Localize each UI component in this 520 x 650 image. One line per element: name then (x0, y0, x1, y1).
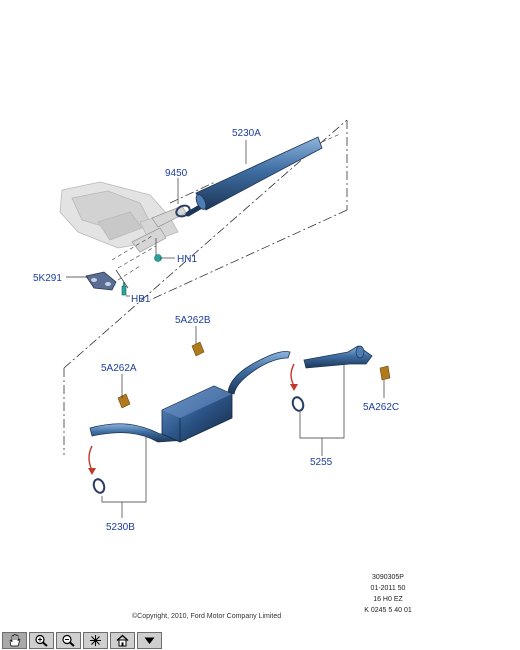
zoom-out-button[interactable] (56, 632, 81, 649)
leader-solid (115, 238, 157, 289)
home-button[interactable] (110, 632, 135, 649)
reference-code-line: 16 H0 EZ (373, 596, 403, 603)
callout-5230A: 5230A (232, 128, 261, 139)
mount-5A262A (117, 393, 131, 409)
callout-5A262C: 5A262C (363, 402, 399, 413)
pan-button[interactable] (2, 632, 27, 649)
callout-5K291: 5K291 (33, 273, 62, 284)
callout-5A262A: 5A262A (101, 363, 137, 374)
dropdown-arrow-icon (144, 637, 155, 644)
leaders-bottom (101, 326, 385, 518)
mount-5A262C (379, 365, 391, 381)
reset-view-button[interactable] (83, 632, 108, 649)
reference-code-line: 3090305P (372, 574, 404, 581)
callout-HN1: HN1 (177, 254, 197, 265)
leaders-top (66, 140, 247, 297)
reference-code-line: K 0245 5 40 01 (364, 607, 412, 614)
viewer-toolbar (0, 632, 520, 650)
reset-view-icon (90, 635, 101, 646)
zoom-in-icon (35, 634, 48, 647)
zoom-in-button[interactable] (29, 632, 54, 649)
install-arrowheads (88, 384, 298, 475)
clamp-5230B (92, 478, 106, 494)
callout-5230B: 5230B (106, 522, 135, 533)
reference-code-line: 01-2011 50 (370, 585, 406, 592)
callout-9450: 9450 (165, 168, 188, 179)
callout-HB1: HB1 (131, 294, 151, 305)
intermediate-pipe-5230A (185, 136, 323, 217)
exhaust-system-diagram: 5230A 9450 HN1 5K291 HB1 5A262B 5A262A 5… (33, 119, 399, 533)
callout-5A262B: 5A262B (175, 315, 211, 326)
gasket-5K291 (85, 271, 117, 291)
menu-dropdown-button[interactable] (137, 632, 162, 649)
drawing-reference-codes: 3090305P 01-2011 50 16 H0 EZ K 0245 5 40… (360, 572, 416, 616)
zoom-out-icon (62, 634, 75, 647)
leader-dashes (111, 235, 157, 281)
home-icon (116, 634, 129, 647)
copyright-notice: ©Copyright, 2010, Ford Motor Company Lim… (132, 613, 282, 620)
tailpipe-section (303, 345, 373, 369)
upper-section-outline (63, 119, 348, 455)
bolt-HB1 (121, 282, 127, 296)
pan-hand-icon (9, 634, 21, 647)
mount-5A262B (191, 341, 205, 357)
callout-5255: 5255 (310, 457, 333, 468)
clamp-9450 (175, 204, 191, 218)
clamp-5255 (291, 396, 305, 412)
rear-exhaust-5230B (89, 351, 291, 443)
